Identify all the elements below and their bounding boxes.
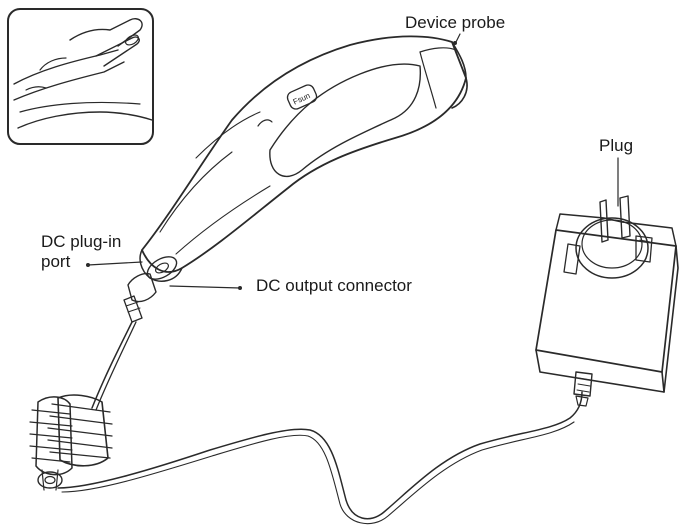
label-dc-plugin-port-line1: DC plug-in <box>41 232 122 251</box>
leader-lines <box>86 33 619 290</box>
leader-device-probe <box>455 33 461 43</box>
power-adapter <box>535 195 679 407</box>
power-cable <box>57 391 583 520</box>
ferrite-bead <box>29 394 113 491</box>
handheld-device: Fsun <box>139 35 468 282</box>
label-dc-output-connector: DC output connector <box>256 276 412 295</box>
leader-dc-output-connector <box>169 285 241 289</box>
label-device-probe: Device probe <box>405 13 506 32</box>
leader-dc-plugin-port <box>87 261 143 266</box>
label-dc-plugin-port: DC plug-in port <box>41 232 121 272</box>
leader-dot-dc-plugin-port <box>86 263 90 267</box>
dc-plug-connector <box>91 272 157 411</box>
leader-dot-device-probe <box>453 41 457 45</box>
usage-inset-illustration <box>7 8 154 145</box>
leader-dot-dc-output-connector <box>238 286 242 290</box>
label-plug: Plug <box>599 136 634 155</box>
label-dc-plugin-port-line2: port <box>41 252 71 271</box>
